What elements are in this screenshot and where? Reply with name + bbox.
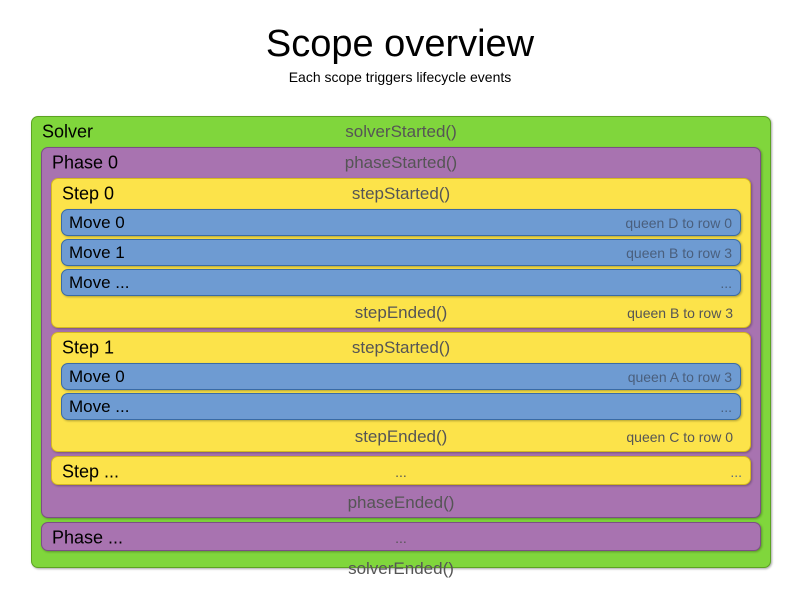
- move-detail: queen D to row 0: [625, 214, 732, 231]
- solver-header-band: Solver solverStarted(): [32, 117, 770, 147]
- step-footer-row: stepEnded() queen B to row 3: [61, 299, 741, 327]
- phase-scope-box[interactable]: Phase 0 phaseStarted() Step 0 stepStarte…: [41, 147, 761, 518]
- step-label: Step 0: [62, 183, 115, 204]
- move-detail: queen B to row 3: [626, 244, 732, 261]
- move-scope-box[interactable]: Move 1 queen B to row 3: [61, 239, 741, 266]
- step-footer-row: stepEnded() queen C to row 0: [61, 423, 741, 451]
- move-label: Move 0: [69, 212, 125, 232]
- phase-started-event: phaseStarted(): [344, 153, 458, 172]
- solver-label: Solver: [42, 121, 94, 142]
- step-ellipsis-event: ...: [395, 464, 407, 480]
- move-scope-box[interactable]: Move ... ...: [61, 393, 741, 420]
- solver-ended-event: solverEnded(): [348, 559, 454, 578]
- step-started-event: stepStarted(): [351, 184, 451, 203]
- step-header-band: Step 0 stepStarted(): [52, 179, 750, 209]
- move-detail: queen A to row 3: [627, 368, 732, 385]
- step-started-event: stepStarted(): [351, 338, 451, 357]
- move-scope-box[interactable]: Move 0 queen D to row 0: [61, 209, 741, 236]
- move-label: Move ...: [69, 396, 130, 416]
- step-ellipsis-band: Step ... ... ...: [52, 457, 750, 487]
- phase-ellipsis-box[interactable]: Phase ... ...: [41, 522, 761, 551]
- step-ended-detail: queen B to row 3: [627, 305, 733, 321]
- solver-scope-box[interactable]: Solver solverStarted() Phase 0 phaseStar…: [31, 116, 771, 578]
- solver-footer-row: solverEnded(): [41, 555, 761, 583]
- solver-content: Phase 0 phaseStarted() Step 0 stepStarte…: [41, 117, 761, 583]
- page-subtitle: Each scope triggers lifecycle events: [288, 69, 512, 85]
- step-ellipsis-box[interactable]: Step ... ... ...: [51, 456, 751, 485]
- phase-ellipsis-event: ...: [395, 530, 407, 546]
- move-label: Move 1: [69, 242, 125, 262]
- phase-content: Step 0 stepStarted() Move 0 queen D to r…: [51, 148, 751, 517]
- header: Scope overview Each scope triggers lifec…: [0, 0, 800, 86]
- move-label: Move 0: [69, 366, 125, 386]
- step-ended-event: stepEnded(): [354, 427, 448, 446]
- move-detail: ...: [720, 398, 732, 415]
- phase-ellipsis-band: Phase ... ...: [42, 523, 760, 553]
- move-scope-box[interactable]: Move 0 queen A to row 3: [61, 363, 741, 390]
- step-content: Move 0 queen D to row 0 Move 1 queen B t…: [61, 179, 741, 327]
- phase-label: Phase 0: [52, 152, 119, 173]
- move-label: Move ...: [69, 272, 130, 292]
- phase-header-band: Phase 0 phaseStarted(): [42, 148, 760, 178]
- step-ended-event: stepEnded(): [354, 303, 448, 322]
- solver-started-event: solverStarted(): [345, 122, 457, 141]
- step-ellipsis-detail: ...: [730, 464, 742, 480]
- move-detail: ...: [720, 274, 732, 291]
- step-scope-box[interactable]: Step 1 stepStarted() Move 0 queen A to r…: [51, 332, 751, 452]
- step-ellipsis-label: Step ...: [62, 461, 120, 482]
- page-title: Scope overview: [265, 23, 535, 65]
- phase-ellipsis-label: Phase ...: [52, 527, 124, 548]
- step-header-band: Step 1 stepStarted(): [52, 333, 750, 363]
- phase-footer-row: phaseEnded(): [51, 489, 751, 517]
- phase-ended-event: phaseEnded(): [347, 493, 455, 512]
- step-scope-box[interactable]: Step 0 stepStarted() Move 0 queen D to r…: [51, 178, 751, 328]
- step-label: Step 1: [62, 337, 115, 358]
- step-ended-detail: queen C to row 0: [626, 429, 733, 445]
- move-scope-box[interactable]: Move ... ...: [61, 269, 741, 296]
- step-content: Move 0 queen A to row 3 Move ... ... ste…: [61, 333, 741, 451]
